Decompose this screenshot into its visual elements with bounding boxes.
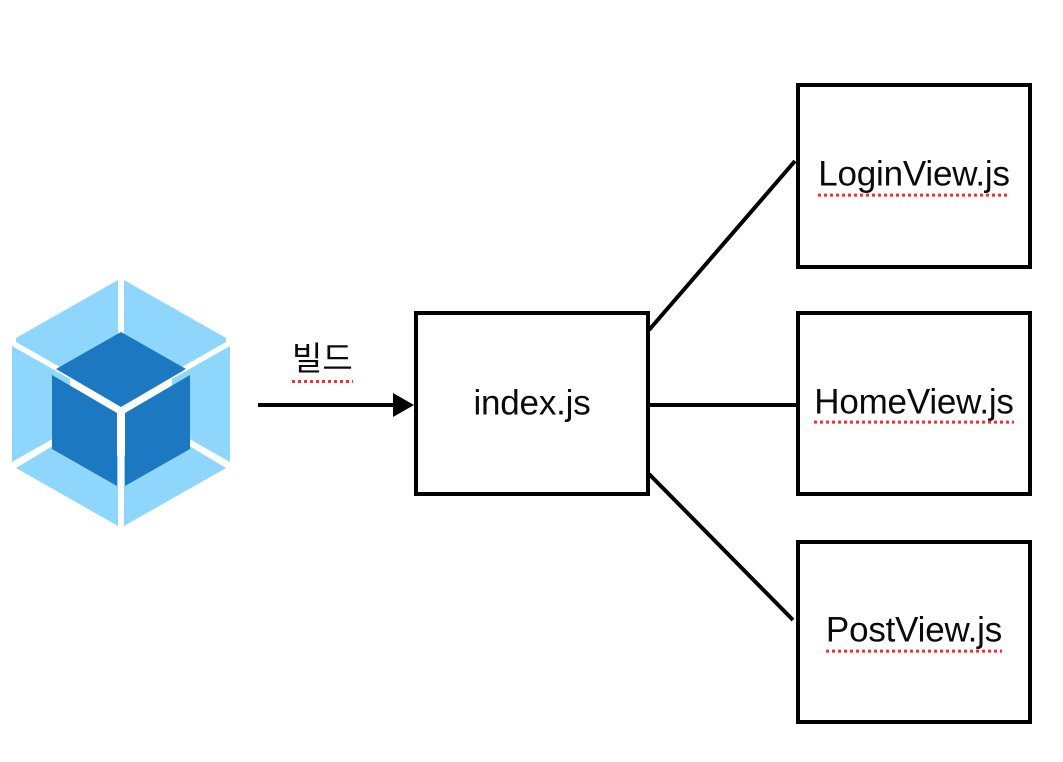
node-loginview-js[interactable]: LoginView.js [796, 83, 1032, 269]
build-arrow-label: 빌드 [292, 332, 353, 383]
node-postview-js-label: PostView.js [825, 610, 1003, 653]
node-index-js[interactable]: index.js [414, 311, 650, 496]
build-arrow-icon [258, 393, 414, 417]
node-index-js-label: index.js [473, 383, 591, 423]
node-homeview-js-label: HomeView.js [814, 382, 1015, 424]
build-label-text: 빌드 [292, 332, 353, 383]
node-postview-js[interactable]: PostView.js [796, 540, 1032, 724]
webpack-logo-icon [8, 276, 234, 532]
node-homeview-js[interactable]: HomeView.js [796, 311, 1032, 496]
node-loginview-js-label: LoginView.js [818, 154, 1010, 197]
edge-index-to-postview [647, 472, 795, 622]
edge-index-to-loginview [647, 159, 797, 332]
